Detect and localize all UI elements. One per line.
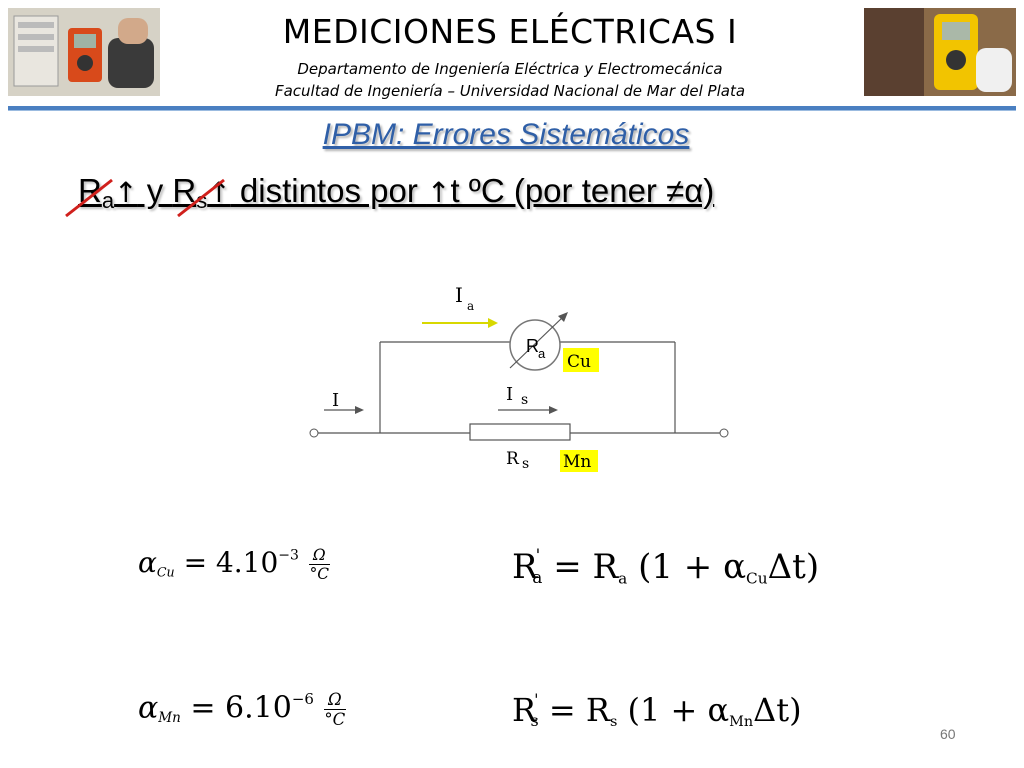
rs-prime-eq: = R [538, 691, 610, 729]
statement-temperature: t ºC (por tener ≠α) [450, 172, 715, 209]
is-arrow-head [549, 406, 558, 414]
alpha-cu-unit: Ω°C [308, 546, 330, 583]
ra-prime-rhs-sub: a [618, 569, 628, 588]
alpha-mn-value: = 6.10 [180, 690, 292, 726]
cu-highlight [563, 348, 599, 372]
ia-sub-label: a [467, 299, 474, 313]
rs-prime-mark: ' [534, 690, 539, 709]
statement-line: Ra↑ y Rs↑ distintos por ↑t ºC (por tener… [78, 172, 714, 214]
alpha-mn-formula: αMn = 6.10−6 Ω°C [138, 690, 346, 729]
rs-prime-formula: R's = Rs (1 + αMnΔt) [512, 690, 802, 730]
unit-ohm: Ω [308, 546, 330, 565]
statement-and: y [137, 172, 173, 209]
up-arrow-icon: ↑ [114, 176, 138, 209]
ra-sub-label: a [538, 346, 546, 361]
department-name: Departamento de Ingeniería Eléctrica y E… [297, 60, 723, 78]
alpha-cu-exponent: −3 [278, 547, 299, 564]
rs-prime-paren: (1 + α [617, 691, 730, 729]
rs-label: R [506, 449, 520, 469]
mn-label: Mn [563, 452, 591, 472]
up-arrow-icon: ↑ [207, 176, 231, 209]
alpha-cu-formula: αCu = 4.10−3 Ω°C [138, 546, 330, 583]
alpha-cu-sub: Cu [156, 564, 175, 580]
multimeter-photo-left [8, 8, 160, 96]
rs-sub-label: s [522, 456, 529, 472]
ra-prime-paren: (1 + α [627, 547, 747, 587]
header-divider [8, 106, 1016, 110]
multimeter-photo-right [864, 8, 1016, 96]
ra-prime-formula: R'a = Ra (1 + αCuΔt) [512, 546, 819, 588]
alpha-symbol: α [138, 546, 157, 579]
variable-arrow [509, 315, 565, 369]
ra-prime-mark: ' [535, 546, 541, 566]
is-label: I [506, 384, 513, 405]
alpha-mn-unit: Ω°C [323, 690, 346, 729]
alpha-mn-exponent: −6 [291, 690, 314, 708]
course-title: MEDICIONES ELÉCTRICAS I [282, 12, 738, 51]
alpha-symbol: α [138, 690, 159, 726]
up-arrow-icon: ↑ [426, 176, 451, 209]
ra-prime-eq: = R [542, 547, 619, 587]
unit-celsius: °C [309, 565, 330, 583]
i-label: I [332, 390, 339, 411]
statement-distinct: distintos por [230, 172, 427, 209]
rs-prime-lhs: R [512, 691, 537, 729]
rs-prime-lhs-sub: s [530, 710, 539, 730]
terminal-left [309, 428, 319, 438]
shunt-circuit-diagram: R a Cu Mn I a I I s R s [309, 283, 729, 472]
ra-prime-tail: Δt) [767, 547, 820, 587]
ra-prime-lhs-sub: a [532, 568, 543, 589]
terminal-right [719, 428, 729, 438]
ra-prime-alpha-sub: Cu [746, 569, 768, 588]
ra-letter: R [78, 172, 102, 209]
page-number: 60 [940, 726, 956, 742]
shunt-resistor [469, 423, 571, 441]
cu-label: Cu [567, 352, 591, 372]
slide-title: IPBM: Errores Sistemáticos [322, 118, 690, 151]
rs-prime-alpha-sub: Mn [729, 714, 754, 731]
ra-subscript: a [101, 188, 115, 213]
ra-prime-lhs: R [512, 547, 538, 587]
i-arrow-head [355, 406, 364, 414]
rs-prime-rhs-sub: s [609, 714, 618, 731]
alpha-mn-sub: Mn [158, 710, 181, 727]
ia-arrow-head [488, 318, 498, 328]
mn-highlight [560, 450, 598, 472]
ia-label: I [455, 283, 463, 307]
rs-prime-tail: Δt) [753, 691, 802, 729]
rs-subscript: s [196, 188, 208, 213]
header-divider-light [8, 110, 1016, 111]
unit-celsius: °C [324, 710, 346, 729]
is-sub-label: s [521, 392, 528, 408]
ra-label: R [526, 336, 539, 356]
unit-ohm: Ω [323, 690, 346, 710]
faculty-name: Facultad de Ingeniería – Universidad Nac… [274, 82, 746, 100]
alpha-cu-value: = 4.10 [174, 546, 279, 579]
rs-letter: R [172, 172, 197, 209]
variable-arrow-head [558, 312, 568, 322]
